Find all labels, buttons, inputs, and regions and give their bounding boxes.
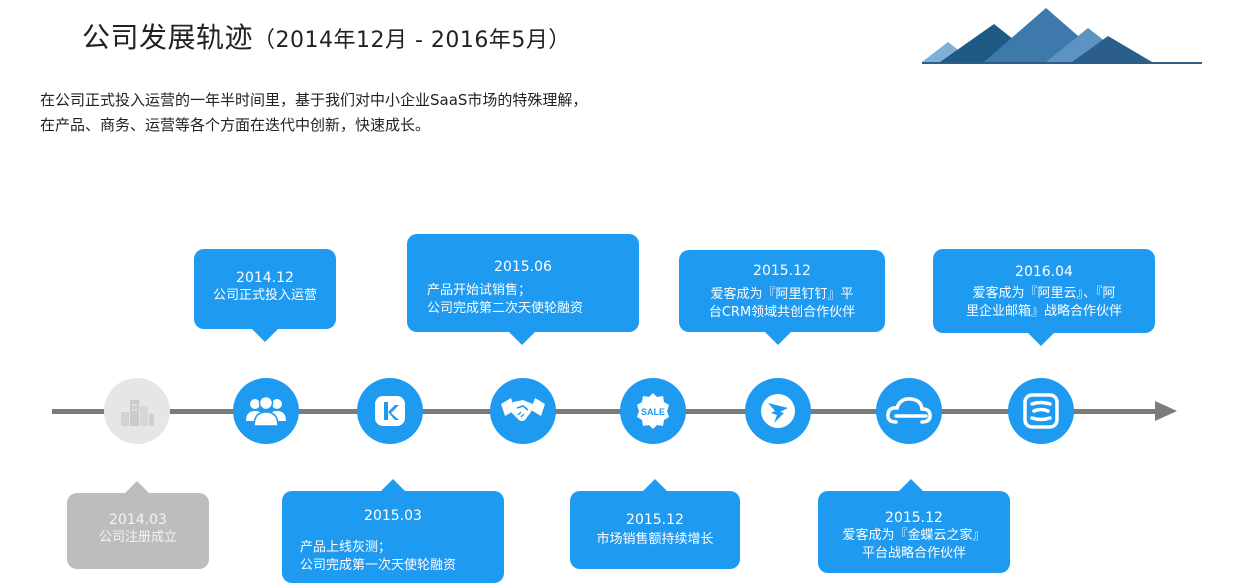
page-title-main: 公司发展轨迹: [82, 21, 254, 54]
intro-line-1: 在公司正式投入运营的一年半时间里，基于我们对中小企业SaaS市场的特殊理解，: [40, 91, 588, 109]
milestone-text: 爱客成为『金蝶云之家』 平台战略合作伙伴: [842, 528, 986, 561]
milestone-text: 公司注册成立: [98, 530, 177, 545]
milestone-card: 2016.04 爱客成为『阿里云』、『阿 里企业邮箱』战略合作伙伴: [933, 249, 1155, 333]
milestone-text: 市场销售额持续增长: [596, 532, 714, 547]
cloud-icon: [876, 378, 942, 444]
mountain-logo-icon: [922, 8, 1152, 62]
intro-line-2: 在产品、商务、运营等各个方面在迭代中创新，快速成长。: [40, 116, 431, 134]
milestone-card: 2014.12 公司正式投入运营: [194, 249, 336, 329]
sale-tag-icon: SALE: [620, 378, 686, 444]
milestone-date: 2014.03: [109, 512, 167, 528]
bubble-tail: [1028, 333, 1054, 346]
milestone-card: 2015.12 市场销售额持续增长: [570, 491, 740, 569]
milestone-text: 爱客成为『阿里钉钉』平 台CRM领域共创合作伙伴: [708, 287, 856, 320]
dingtalk-icon: [745, 378, 811, 444]
milestone-card: 2014.03 公司注册成立: [67, 493, 209, 569]
k-logo-icon: [357, 378, 423, 444]
bubble-tail: [765, 332, 791, 345]
milestone-date: 2016.04: [1015, 264, 1073, 280]
ali-mail-icon: [1008, 378, 1074, 444]
milestone-text: 公司正式投入运营: [212, 288, 317, 303]
milestone-card: 2015.06 产品开始试销售； 公司完成第二次天使轮融资: [407, 234, 639, 332]
svg-text:SALE: SALE: [641, 407, 665, 417]
milestone-date: 2014.12: [236, 270, 294, 286]
milestone-date: 2015.12: [753, 263, 811, 279]
milestone-text: 爱客成为『阿里云』、『阿 里企业邮箱』战略合作伙伴: [965, 286, 1122, 319]
timeline-arrow-icon: [1155, 401, 1177, 421]
bubble-tail: [252, 329, 278, 342]
milestone-card: 2015.12 爱客成为『阿里钉钉』平 台CRM领域共创合作伙伴: [679, 250, 885, 332]
header-rule: [922, 62, 1202, 64]
bubble-tail: [509, 332, 535, 345]
timeline-axis: [52, 409, 1160, 414]
building-icon: [104, 378, 170, 444]
milestone-card: 2015.12 爱客成为『金蝶云之家』 平台战略合作伙伴: [818, 491, 1010, 573]
handshake-icon: [490, 378, 556, 444]
milestone-date: 2015.12: [885, 510, 943, 526]
intro-text: 在公司正式投入运营的一年半时间里，基于我们对中小企业SaaS市场的特殊理解， 在…: [40, 88, 587, 138]
bubble-tail: [642, 479, 668, 492]
bubble-tail: [380, 479, 406, 492]
people-icon: [233, 378, 299, 444]
milestone-text: 产品开始试销售； 公司完成第二次天使轮融资: [427, 283, 584, 316]
bubble-tail: [898, 479, 924, 492]
page-title-period: （2014年12月 - 2016年5月）: [253, 28, 571, 53]
bubble-tail: [124, 481, 150, 494]
milestone-date: 2015.12: [626, 512, 684, 528]
milestone-card: 2015.03 产品上线灰测； 公司完成第一次天使轮融资: [282, 491, 504, 583]
milestone-date: 2015.06: [494, 259, 552, 275]
page-title: 公司发展轨迹（2014年12月 - 2016年5月）: [82, 16, 571, 56]
milestone-text: 产品上线灰测； 公司完成第一次天使轮融资: [300, 540, 457, 573]
milestone-date: 2015.03: [364, 508, 422, 524]
